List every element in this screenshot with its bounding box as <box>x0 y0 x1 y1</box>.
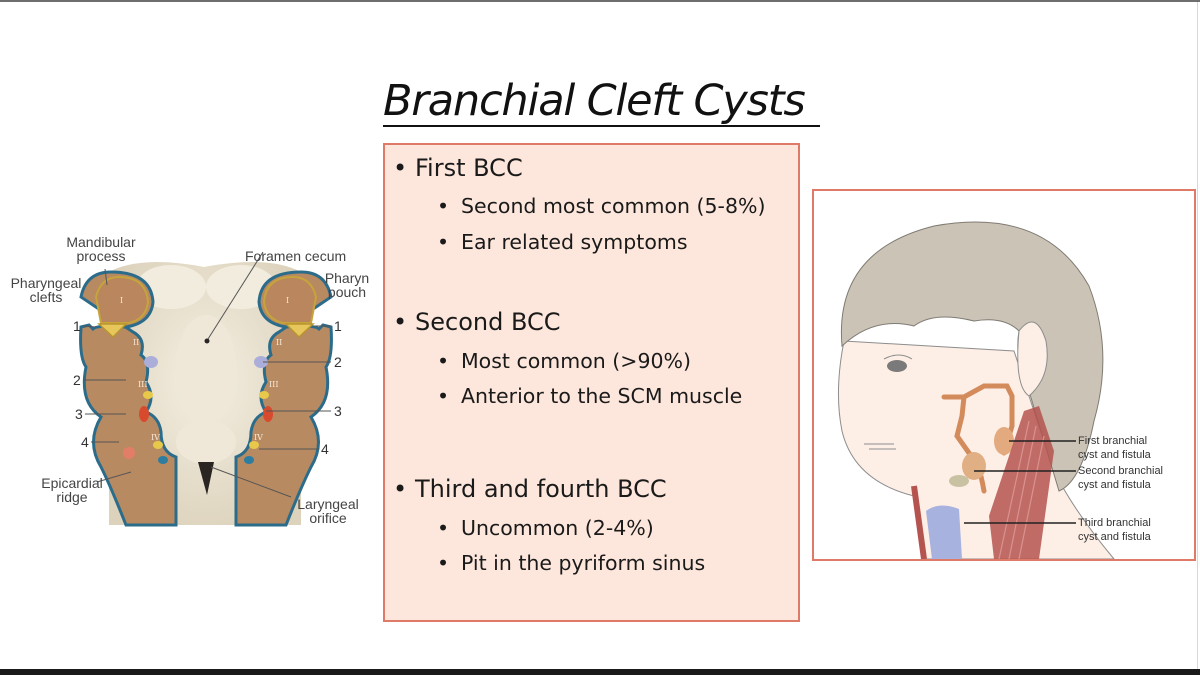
pouch-number: 2 <box>334 354 342 370</box>
window-top-edge <box>0 0 1200 2</box>
svg-text:I: I <box>120 296 123 305</box>
label-line: Laryngeal <box>297 496 359 512</box>
bullet-text-box: •First BCC •Second most common (5-8%) •E… <box>383 143 800 622</box>
sub-bullet-text: Uncommon (2-4%) <box>461 516 654 540</box>
title-underline <box>383 125 820 127</box>
label-line: First branchial <box>1078 435 1148 447</box>
sub-bullet: • Ear related symptoms <box>437 230 688 254</box>
bullet-dot-icon: • <box>393 308 408 336</box>
window-bottom-edge <box>0 669 1200 675</box>
sub-bullet: • Uncommon (2-4%) <box>437 516 654 540</box>
label-foramen-cecum: Foramen cecum <box>245 248 347 264</box>
pouch-number: 4 <box>321 441 329 457</box>
pharyngeal-arch-illustration: I II III IV I II III IV <box>79 251 333 527</box>
neck-anatomy-figure: First branchial cyst and fistula Second b… <box>812 189 1196 561</box>
neck-anatomy-illustration <box>837 221 1115 559</box>
sub-bullet: • Pit in the pyriform sinus <box>437 551 705 575</box>
bullet-heading: Second BCC <box>415 308 561 336</box>
cleft-number: 4 <box>81 434 89 450</box>
cleft-number: 1 <box>73 318 81 334</box>
label-line: process <box>76 248 126 264</box>
bullet-dot-icon: • <box>437 230 450 254</box>
svg-text:II: II <box>276 338 282 347</box>
label-second-branchial-cyst: Second branchial cyst and fistula <box>1078 464 1163 492</box>
pharyngeal-arch-diagram: I II III IV I II III IV <box>1 227 376 527</box>
label-line: cyst and fistula <box>1078 479 1151 491</box>
pouch-number: 3 <box>334 403 342 419</box>
label-line: cyst and fistula <box>1078 449 1151 461</box>
label-line: ridge <box>56 489 88 505</box>
sub-bullet-text: Anterior to the SCM muscle <box>461 384 743 408</box>
label-line: pouch <box>327 284 367 299</box>
bullet-heading: Third and fourth BCC <box>415 475 667 503</box>
bullet-dot-icon: • <box>437 516 450 540</box>
label-line: Pharyngeal <box>10 275 82 291</box>
cleft-number: 2 <box>73 372 81 388</box>
label-line: Epicardial <box>41 475 103 491</box>
bullet-third-fourth-bcc: •Third and fourth BCC <box>393 475 667 503</box>
bullet-dot-icon: • <box>393 475 408 503</box>
sub-bullet-text: Most common (>90%) <box>461 349 692 373</box>
sub-bullet: • Second most common (5-8%) <box>437 194 765 218</box>
label-third-branchial-cyst: Third branchial cyst and fistula <box>1078 516 1151 544</box>
bullet-second-bcc: •Second BCC <box>393 308 561 336</box>
svg-text:I: I <box>286 296 289 305</box>
label-line: orifice <box>309 510 347 526</box>
bullet-dot-icon: • <box>393 154 408 182</box>
svg-text:III: III <box>138 380 147 389</box>
label-line: Pharyn <box>324 271 370 286</box>
label-first-branchial-cyst: First branchial cyst and fistula <box>1078 434 1151 462</box>
cleft-number: 3 <box>75 406 83 422</box>
sub-bullet: • Most common (>90%) <box>437 349 691 373</box>
sub-bullet-text: Second most common (5-8%) <box>461 194 766 218</box>
bullet-dot-icon: • <box>437 551 450 575</box>
sub-bullet-text: Ear related symptoms <box>461 230 688 254</box>
pouch-number: 1 <box>334 318 342 334</box>
label-line: Second branchial <box>1078 465 1164 477</box>
slide-title: Branchial Cleft Cysts <box>383 76 806 126</box>
sub-bullet-text: Pit in the pyriform sinus <box>461 551 706 575</box>
bullet-dot-icon: • <box>437 384 450 408</box>
label-line: Mandibular <box>66 234 136 250</box>
bullet-dot-icon: • <box>437 194 450 218</box>
bullet-dot-icon: • <box>437 349 450 373</box>
sub-bullet: • Anterior to the SCM muscle <box>437 384 742 408</box>
svg-text:IV: IV <box>254 433 263 442</box>
bullet-first-bcc: •First BCC <box>393 154 523 182</box>
svg-text:II: II <box>133 338 139 347</box>
label-line: Third branchial <box>1078 517 1151 529</box>
label-line: clefts <box>29 289 63 305</box>
bullet-heading: First BCC <box>415 154 523 182</box>
label-line: cyst and fistula <box>1078 531 1151 543</box>
svg-text:IV: IV <box>151 433 160 442</box>
svg-text:III: III <box>269 380 278 389</box>
